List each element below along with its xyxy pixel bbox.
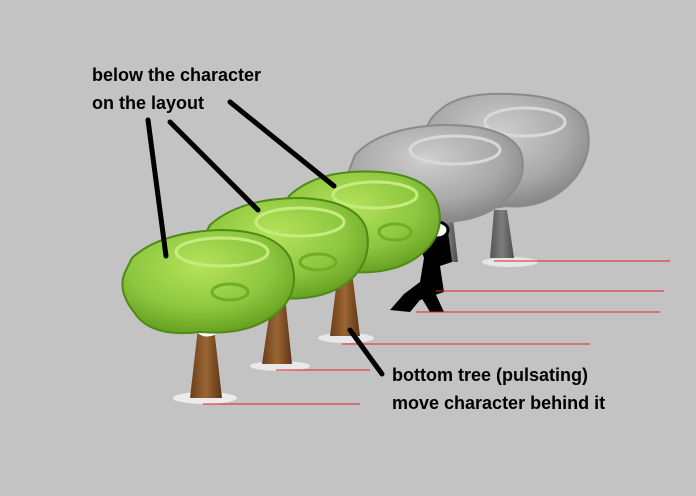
annotation-bottom-tree: bottom tree (pulsating) move character b… bbox=[392, 361, 605, 417]
annotation-below-character: below the character on the layout bbox=[92, 61, 261, 117]
pointer-lines bbox=[145, 99, 385, 377]
green-tree-front-pulsating bbox=[121, 228, 295, 404]
annotation-bottom-line-2: move character behind it bbox=[392, 393, 606, 413]
annotation-top-line-2: on the layout bbox=[92, 93, 204, 113]
annotation-bottom-line-1: bottom tree (pulsating) bbox=[392, 365, 588, 385]
pointer-line-1 bbox=[145, 117, 169, 259]
pointer-line-3 bbox=[227, 99, 337, 189]
pointer-line-2 bbox=[167, 119, 261, 213]
annotation-top-line-1: below the character bbox=[92, 65, 262, 85]
pointer-line-4 bbox=[347, 327, 385, 377]
red-guide-lines bbox=[203, 260, 670, 405]
